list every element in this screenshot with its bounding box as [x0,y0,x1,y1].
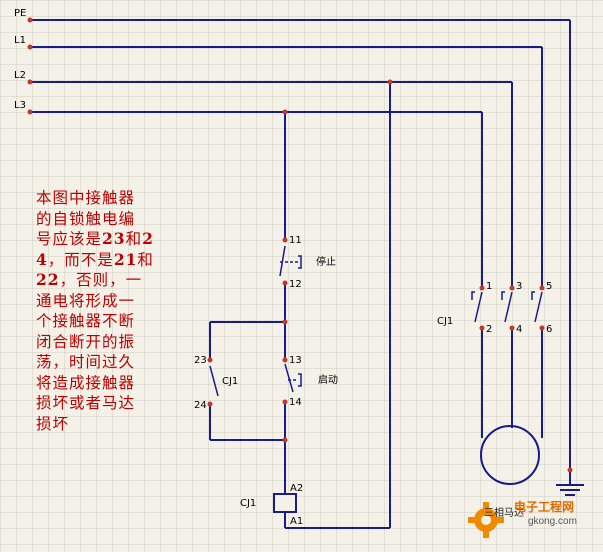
pe-label: PE [14,8,26,19]
start-label: 启动 [318,373,338,386]
main-contact-symbols [471,291,543,323]
note-line: 号应该是23和2 [36,229,186,250]
ground-symbol [556,484,584,496]
note-line: 通电将形成一 [36,291,186,312]
note-segment: 号应该是 [36,230,103,248]
note-line: 的自锁触电编 [36,209,186,230]
motor-label: 三相马达 [484,508,524,519]
l3-label: L3 [14,100,26,111]
coil-a1: A1 [290,516,303,527]
main-bottom-2: 2 [486,324,492,335]
note-segment: 本图中接触器 [36,189,136,207]
main-top-1: 1 [486,281,492,292]
note-line: 荡，时间过久 [36,352,186,373]
stop-label: 停止 [316,255,336,268]
start-bottom-number: 14 [289,397,302,408]
stop-switch-symbol [279,245,302,277]
note-line: 22，否则，一 [36,270,186,291]
note-segment: 和 [137,250,154,269]
note-line: 个接触器不断 [36,311,186,332]
start-top-number: 13 [289,355,302,366]
note-segment: 和 [125,230,143,248]
note-segment: 21 [113,249,138,269]
note-segment: ，否则，一 [59,271,143,289]
note-segment: 损坏 [36,414,70,433]
note-line: 损坏 [36,414,186,435]
aux-bottom-number: 24 [194,400,207,411]
main-bottom-4: 4 [516,324,522,335]
note-segment: 4 [36,249,48,269]
note-segment: ，而不是 [47,250,114,269]
note-segment: 的自锁触电编 [36,209,136,228]
start-switch-symbol [284,363,302,393]
main-bottom-6: 6 [546,324,552,335]
wires [30,19,571,529]
note-line: 闭合断开的振 [36,332,186,353]
l2-label: L2 [14,70,26,81]
stop-top-number: 11 [289,235,302,246]
aux-label: CJ1 [222,376,238,387]
note-segment: 闭合断开的振 [36,332,136,351]
aux-top-number: 23 [194,355,207,366]
gear-icon [468,502,504,538]
motor-symbol [480,425,540,485]
note-segment: 22 [36,270,60,289]
coil-symbol [273,493,297,513]
junction-nodes [27,17,573,473]
note-line: 4，而不是21和 [36,250,186,271]
note-segment: 2 [142,229,154,248]
main-top-3: 3 [516,281,522,292]
note-segment: 个接触器不断 [36,312,136,330]
note-segment: 损坏或者马达 [36,394,136,412]
watermark-brand: 电子工程网 [514,500,575,514]
main-top-5: 5 [546,281,552,292]
note-segment: 将造成接触器 [36,373,136,392]
note-line: 本图中接触器 [36,188,186,209]
note-line: 将造成接触器 [36,373,186,394]
main-contact-label: CJ1 [437,316,453,327]
note-segment: 荡，时间过久 [36,353,136,371]
watermark-url: gkong.com [528,516,577,527]
coil-label: CJ1 [240,498,256,509]
coil-a2: A2 [290,483,303,494]
l1-label: L1 [14,35,26,46]
aux-contact-symbol [209,365,219,397]
stop-bottom-number: 12 [289,279,302,290]
watermark: 三相马达 电子工程网 gkong.com [466,494,598,546]
note-segment: 通电将形成一 [36,291,136,310]
note-segment: 23 [102,229,126,248]
note-line: 损坏或者马达 [36,393,186,414]
